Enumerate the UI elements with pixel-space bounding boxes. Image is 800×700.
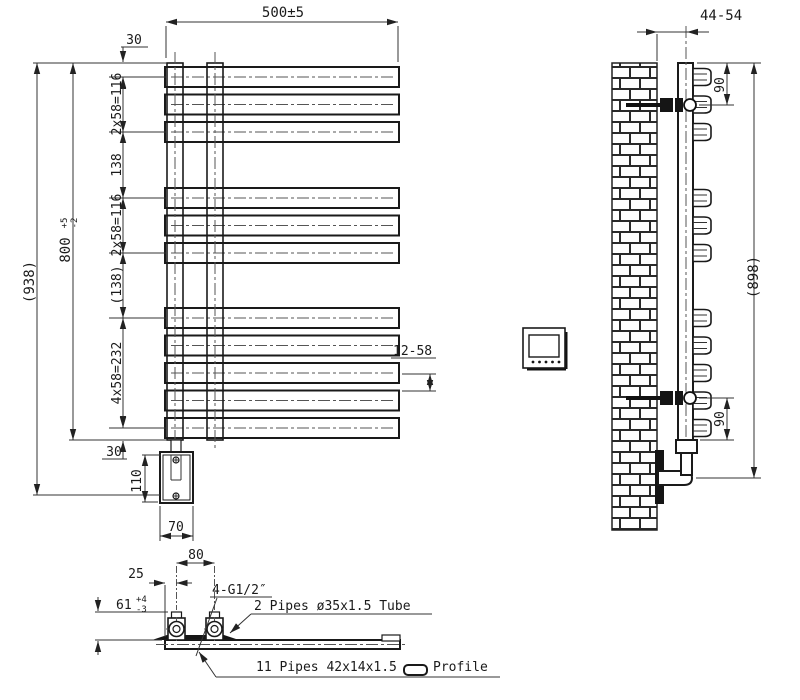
controller-screen	[528, 334, 560, 358]
tube-end-profile	[692, 67, 712, 87]
dim-bottom-offset: 30	[106, 445, 122, 460]
screw-icon	[172, 492, 180, 500]
dim-bracket-bottom: 90	[713, 411, 728, 427]
dim-width: 500±5	[262, 5, 304, 21]
pipe-fitting	[166, 611, 187, 641]
wall-bracket	[626, 391, 697, 405]
tube-end-profile	[692, 188, 712, 208]
tube-end-profile	[692, 308, 712, 328]
dim-element-width: 70	[168, 520, 184, 535]
screw-icon	[172, 456, 180, 464]
tube-end-profile	[692, 216, 712, 235]
tube-end-profile	[692, 243, 712, 263]
dim-top-offset: 30	[126, 33, 142, 48]
chain-dim-label: (138)	[110, 265, 125, 304]
label-profile-note: 11 Pipes 42x14x1.5	[256, 660, 397, 675]
dim-element-height: 110	[130, 469, 145, 492]
dim-connection-tol-minus: -3	[136, 605, 147, 615]
dim-wall-distance: 44-54	[700, 8, 742, 24]
profile-cross-section-icon	[403, 664, 428, 676]
chain-dim-label: 4x58=232	[110, 342, 125, 405]
tube-end-profile	[692, 418, 712, 438]
plan-view-detail: 80 25 61 +4 -3 4-G1/2″ 2 Pipes ø35x1.5 T…	[94, 548, 500, 678]
label-profile-word: Profile	[433, 660, 488, 675]
dim-pipe-spacing: 80	[188, 548, 204, 563]
chain-dim-label: 138	[110, 153, 125, 176]
bottom-pipe-connection	[655, 439, 698, 504]
dim-end-offset: 25	[128, 567, 144, 582]
dim-connection-height: 61	[116, 598, 132, 613]
dim-height-tol-minus: -2	[70, 218, 80, 229]
dim-tube-gap: 12-58	[393, 344, 432, 359]
dim-height: 800	[58, 237, 74, 262]
tube-end-profile	[692, 336, 712, 355]
controller-buttons	[531, 360, 561, 364]
side-view: 44-54 90 90 (898)	[611, 8, 762, 531]
chain-dim-label: 2x58=116	[110, 194, 125, 257]
dim-height-tol-plus: +5	[60, 218, 70, 229]
dim-bracket-top: 90	[713, 77, 728, 93]
profile-bar-end-hook	[381, 634, 401, 642]
tube-end-profile	[692, 391, 712, 410]
dim-height-group: 800 +5 -2	[58, 218, 80, 263]
label-collector-note: 2 Pipes ø35x1.5 Tube	[254, 599, 411, 614]
front-view: 500±5 (938) 800 +5 -2 30 30 2x58=116 138…	[22, 5, 436, 541]
dim-overall-height: (938)	[22, 261, 38, 303]
tube-end-profile	[692, 122, 712, 142]
chain-dim-label: 2x58=116	[110, 73, 125, 136]
thermostat-controller	[522, 327, 568, 371]
heating-element-housing	[159, 439, 194, 504]
tube-end-profile	[692, 363, 712, 383]
dim-connection-tol-plus: +4	[136, 595, 147, 605]
dim-overall-side: (898)	[746, 256, 762, 298]
wall-bracket	[626, 98, 697, 112]
wall-section	[611, 62, 658, 531]
label-thread-spec: 4-G1/2″	[212, 583, 267, 598]
